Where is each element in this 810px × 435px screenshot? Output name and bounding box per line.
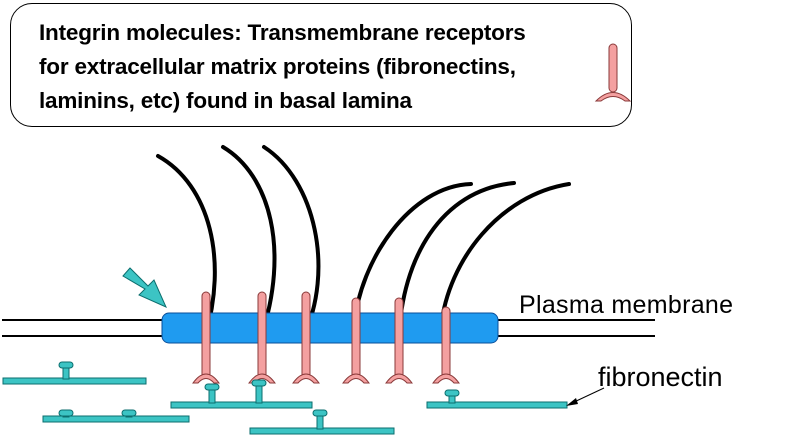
callout-line-1: Integrin molecules: Transmembrane recept… bbox=[39, 20, 526, 45]
integrin-legend-icon bbox=[594, 43, 632, 102]
integrin bbox=[342, 297, 370, 384]
fibronectin-strand bbox=[426, 389, 568, 409]
laminin-fiber bbox=[262, 145, 321, 340]
integrin bbox=[192, 291, 220, 384]
cyan-pointer-arrow-icon bbox=[122, 267, 167, 308]
fibronectin-strand bbox=[2, 361, 147, 385]
laminin-fiber bbox=[156, 154, 217, 339]
fibronectin-strand bbox=[249, 409, 395, 435]
membrane-bar bbox=[161, 312, 499, 344]
fibronectin-strand bbox=[42, 409, 190, 423]
laminin-fiber bbox=[439, 182, 571, 329]
fibronectin-label: fibronectin bbox=[598, 362, 723, 392]
fibronectin-strand bbox=[170, 379, 313, 409]
integrin bbox=[292, 291, 320, 384]
callout-box: Integrin molecules: Transmembrane recept… bbox=[10, 3, 632, 127]
fibronectin-label-arrow bbox=[566, 387, 605, 406]
integrin bbox=[385, 297, 413, 384]
integrins bbox=[192, 291, 460, 384]
callout-line-2: for extracellular matrix proteins (fibro… bbox=[39, 54, 516, 79]
plasma-membrane bbox=[2, 312, 655, 344]
laminin-fiber bbox=[221, 145, 277, 339]
plasma-membrane-label: Plasma membrane bbox=[519, 291, 734, 319]
laminin-fibers bbox=[156, 145, 571, 340]
integrin bbox=[432, 306, 460, 384]
callout-line-3: laminins, etc) found in basal lamina bbox=[39, 88, 412, 113]
fibronectin-strands bbox=[2, 361, 568, 435]
